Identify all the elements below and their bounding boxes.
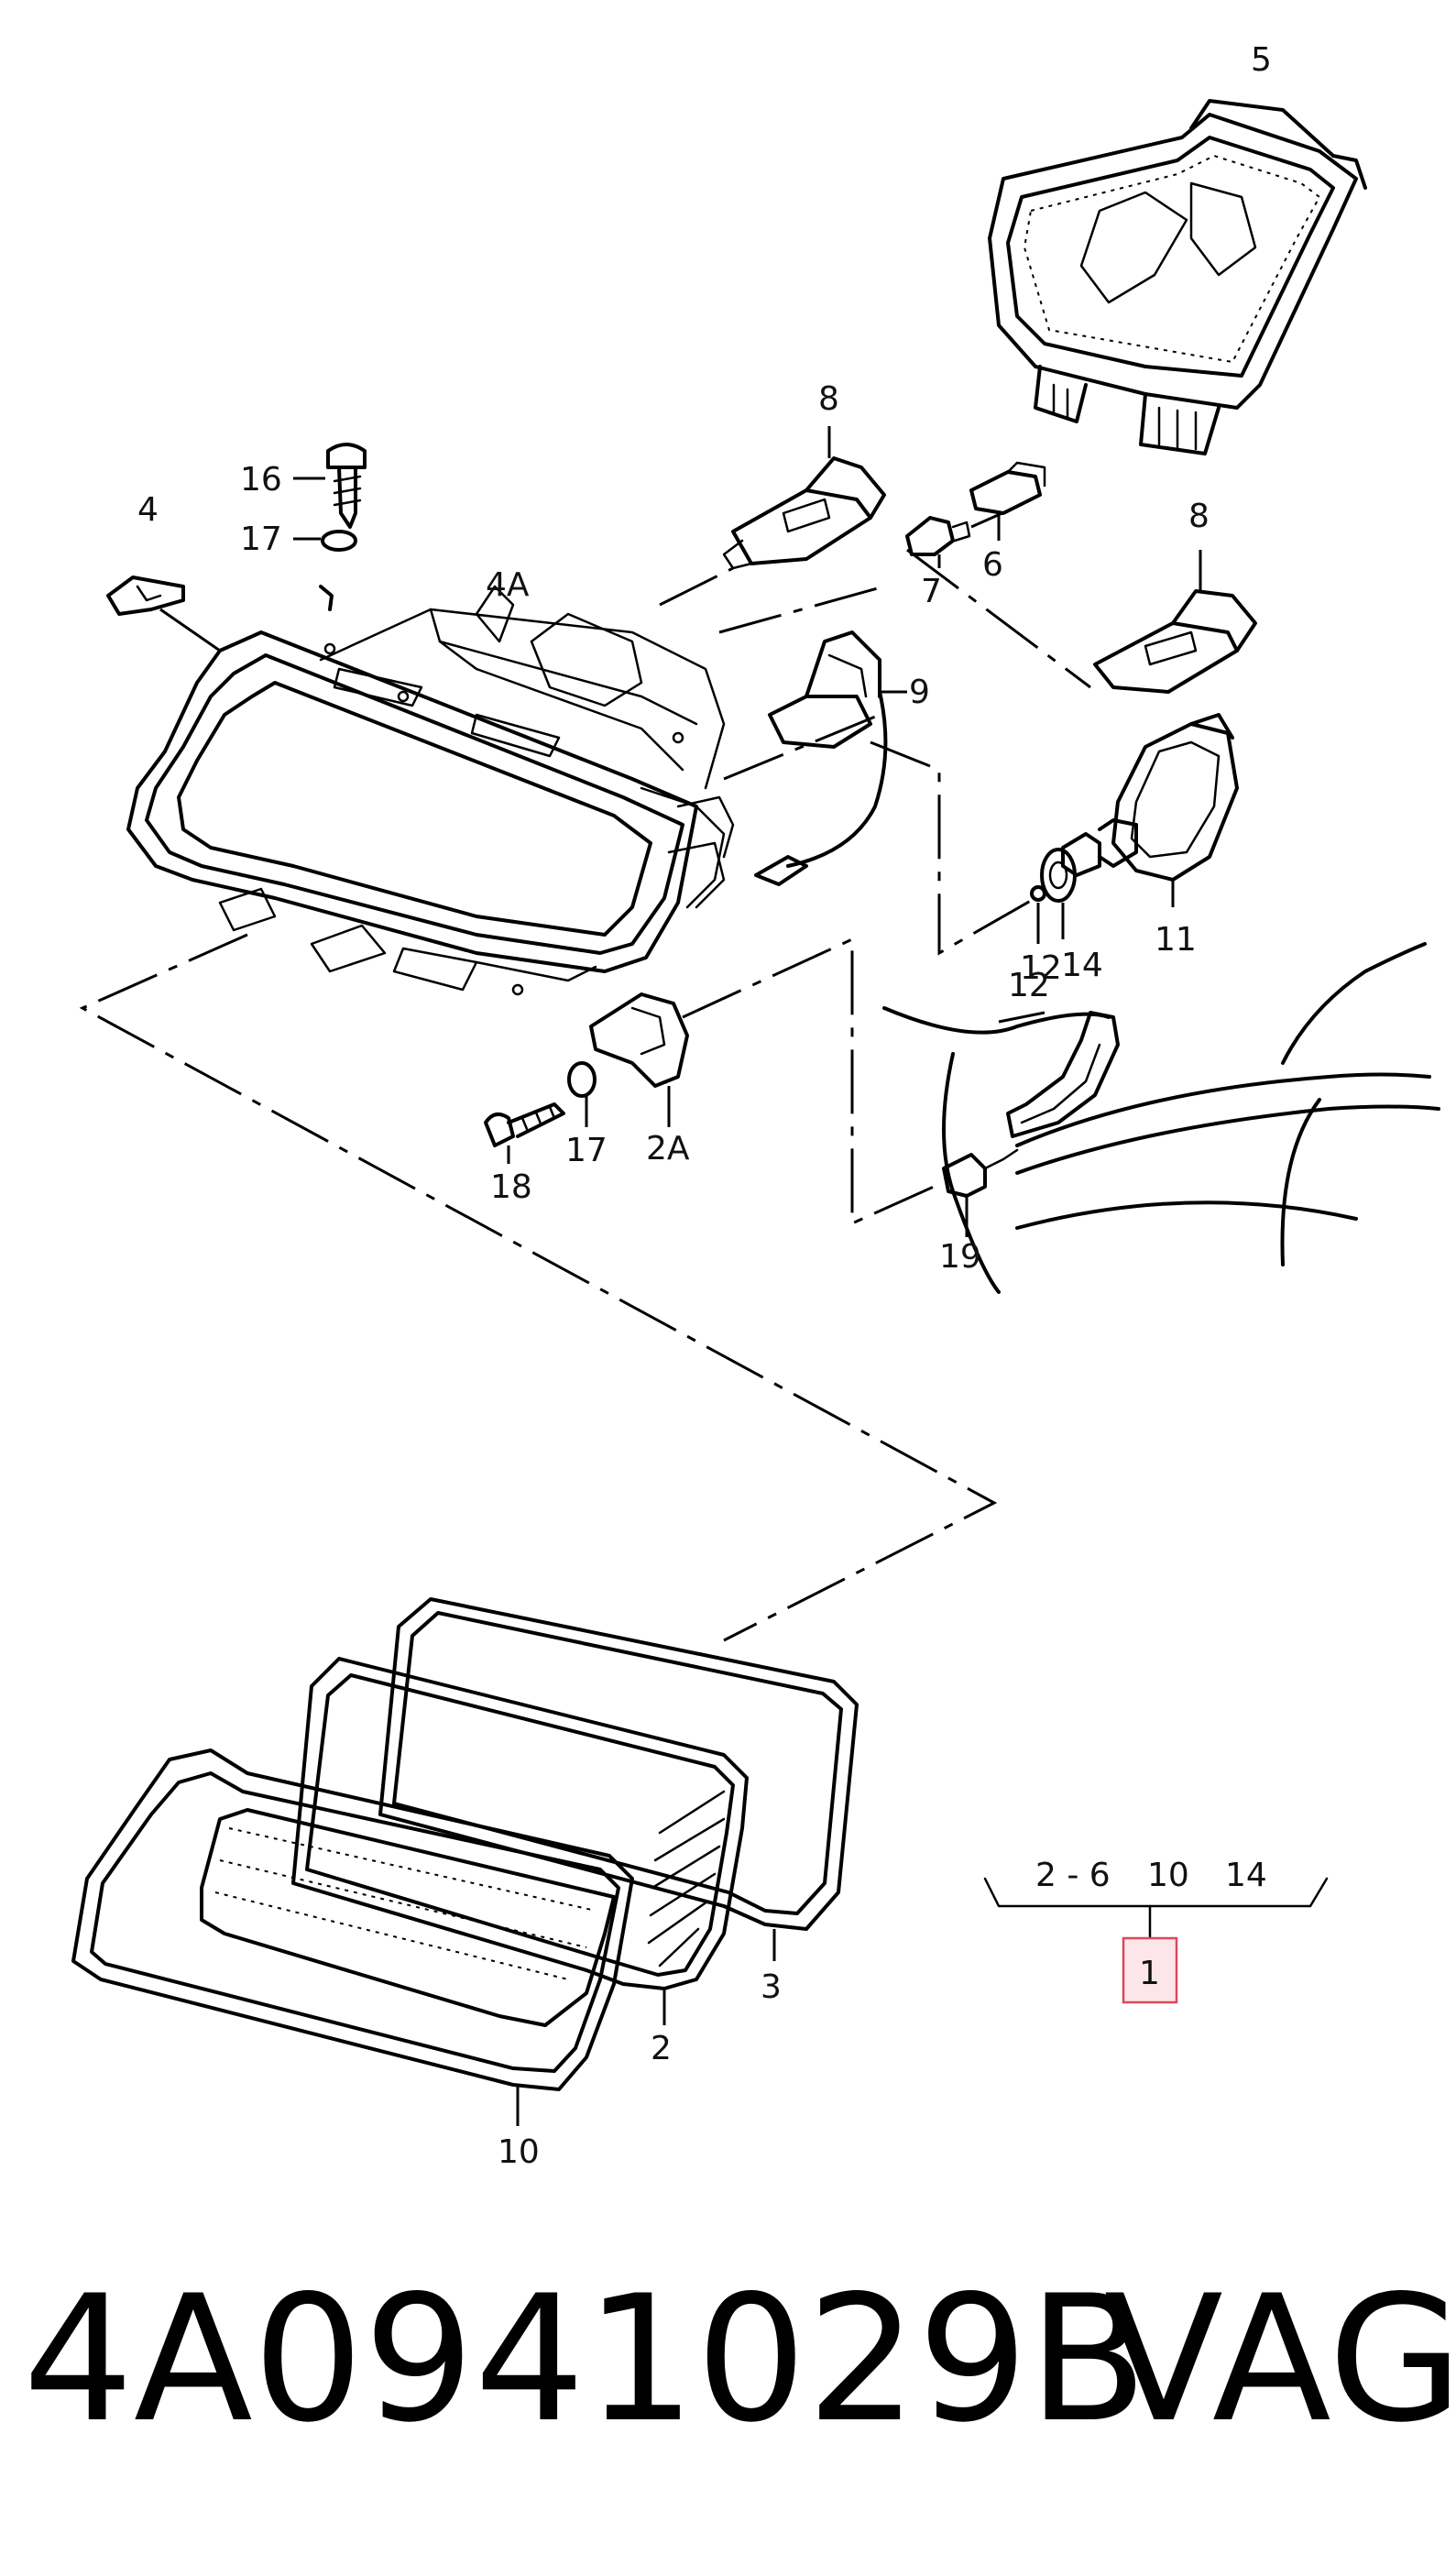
assembly-range-c: 14 (1225, 1857, 1267, 1894)
label-12-top: 12 (1008, 967, 1050, 1004)
seal-part-3 (378, 1597, 859, 1961)
label-4A: 4A (486, 566, 530, 604)
callout-labels: 5 8 8 16 17 4 4A 7 6 9 12 12 14 11 18 17… (137, 41, 1272, 2171)
label-11: 11 (1155, 921, 1197, 959)
label-4: 4 (137, 491, 159, 529)
label-8-top: 8 (818, 380, 839, 418)
screw-part-16 (293, 443, 367, 611)
label-10: 10 (498, 2133, 540, 2171)
label-2: 2 (651, 2030, 672, 2067)
label-16: 16 (240, 461, 282, 499)
label-18: 18 (490, 1168, 532, 1206)
reflector-part-2 (291, 1657, 749, 2025)
connector-part-19 (942, 1148, 1019, 1237)
screw-part-18 (484, 1102, 565, 1164)
brand-name: VAG (1104, 2258, 1456, 2461)
label-5: 5 (1251, 41, 1272, 79)
rear-cover-part-5 (988, 99, 1367, 455)
label-6: 6 (982, 546, 1003, 584)
assembly-range-a: 2 - 6 (1035, 1857, 1111, 1894)
lens-frame-part-10 (71, 1748, 634, 2126)
bulb-part-8-top (722, 426, 886, 570)
part-number: 4A0941029B (23, 2258, 1147, 2461)
clip-part-4 (106, 575, 221, 652)
label-14: 14 (1061, 947, 1103, 984)
bulb-part-6 (969, 461, 1046, 541)
bracket-part-2A (589, 992, 689, 1127)
bulb-part-7 (905, 516, 971, 568)
assembly-part-number: 1 (1139, 1955, 1160, 1992)
adjuster-motor-part-11 (1061, 713, 1239, 907)
bulb-part-12 (1030, 885, 1046, 944)
washer-part-17-lower (567, 1061, 597, 1127)
label-12-lower: 12 (1020, 949, 1062, 987)
label-19: 19 (939, 1238, 981, 1276)
label-17-lower: 17 (565, 1132, 608, 1169)
assembly-part-box (1122, 1936, 1178, 2004)
bulb-holder-part-9 (754, 630, 907, 886)
headlight-housing (126, 585, 735, 996)
label-17-top: 17 (240, 521, 282, 558)
label-3: 3 (761, 1968, 782, 2006)
assembly-lines (79, 507, 1091, 1642)
label-7: 7 (921, 573, 942, 610)
label-9: 9 (909, 674, 930, 711)
label-8-right: 8 (1188, 498, 1210, 535)
washer-part-14 (1040, 848, 1077, 939)
assembly-range-b: 10 (1147, 1857, 1189, 1894)
bulb-part-8-right (1093, 550, 1257, 694)
assembly-key: 2 - 6 10 14 1 (983, 1857, 1329, 2004)
label-2A: 2A (646, 1130, 690, 1167)
